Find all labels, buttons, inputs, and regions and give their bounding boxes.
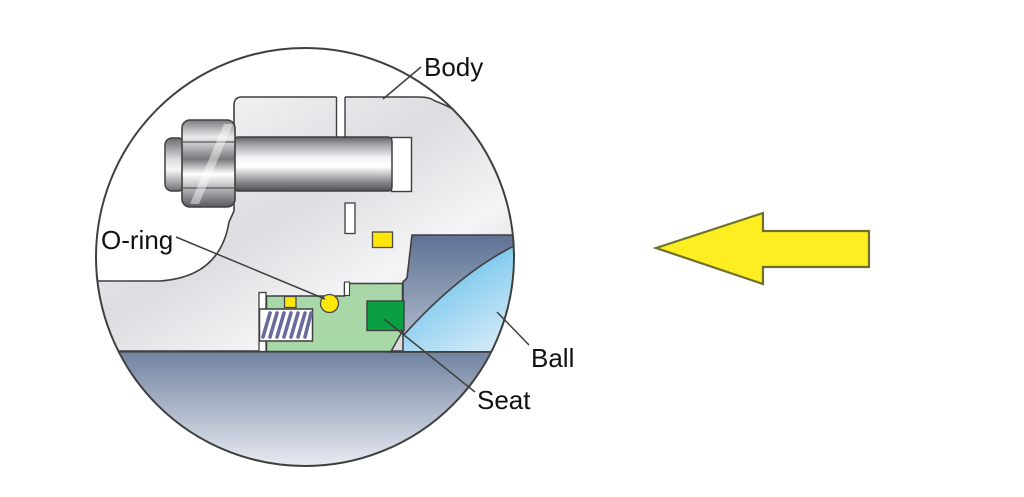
body-label: Body [424, 52, 483, 82]
hex-head [181, 119, 236, 208]
seat-label: Seat [477, 385, 531, 415]
label-o-ring: O-ring [101, 225, 326, 300]
label-seat: Seat [383, 318, 531, 415]
ball-label: Ball [531, 343, 574, 373]
carrier-notch [343, 281, 351, 297]
left-arrow-icon [652, 211, 871, 286]
ball-leader-line [496, 311, 530, 346]
flange-gap [336, 96, 345, 138]
hex-sheen [190, 124, 233, 204]
o-ring-label: O-ring [101, 225, 173, 255]
o-ring-leader-line [175, 236, 326, 300]
o-ring [319, 293, 340, 314]
label-body: Body [382, 52, 483, 100]
label-ball: Ball [496, 311, 574, 373]
carrier-seal-square [283, 295, 297, 309]
bolt-shaft [233, 136, 393, 192]
spring [258, 308, 314, 342]
detail-circle-outline [95, 47, 515, 467]
seat-insert [366, 300, 405, 332]
body-leader-line [382, 66, 422, 100]
body-slot [344, 202, 356, 235]
bolt [164, 119, 393, 208]
spring-coils [261, 311, 313, 339]
lower-bore-region [96, 352, 514, 466]
bolt-pocket [390, 136, 413, 193]
body-seal-square [371, 231, 394, 249]
seat-leader-line [383, 318, 476, 393]
